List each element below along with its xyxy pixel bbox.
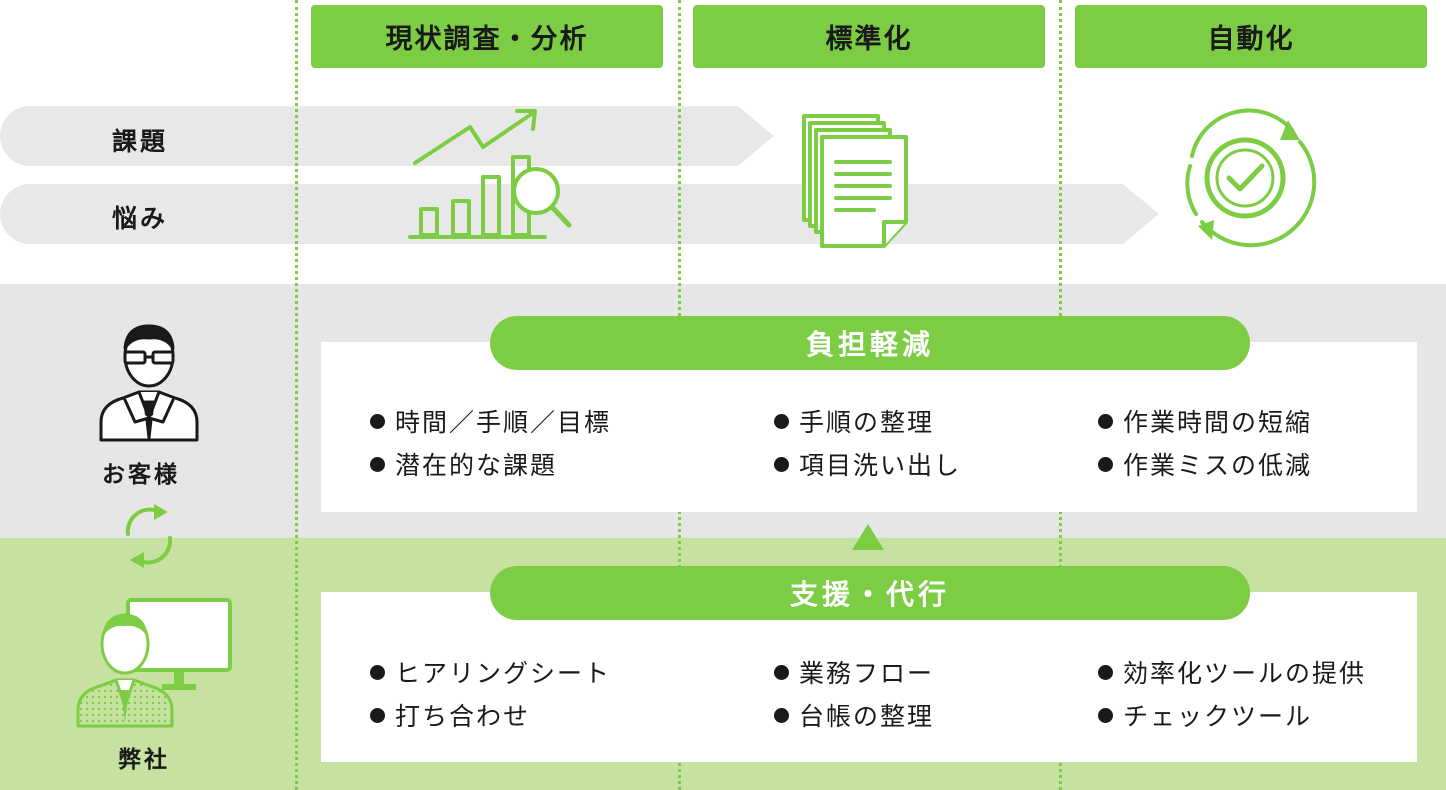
phase-automate: 自動化	[1075, 5, 1427, 68]
company-item: チェックツール	[1098, 697, 1312, 733]
issue-arrow-1	[0, 106, 774, 166]
customer-pill-label: 負担軽減	[805, 328, 934, 361]
documents-icon	[802, 114, 908, 248]
customer-item-text: 手順の整理	[799, 408, 935, 437]
customer-item: 作業ミスの低減	[1098, 446, 1312, 482]
customer-panel	[321, 342, 1417, 512]
phase-research-label: 現状調査・分析	[385, 24, 589, 55]
automation-check-icon	[1185, 108, 1317, 248]
company-item: 台帳の整理	[774, 697, 934, 733]
company-item-text: 業務フロー	[799, 659, 935, 688]
cycle-icon	[125, 504, 173, 568]
phase-standardize-label: 標準化	[825, 24, 913, 55]
staff-person-icon	[76, 598, 232, 728]
company-item: ヒアリングシート	[370, 654, 611, 690]
company-item-text: ヒアリングシート	[395, 659, 612, 688]
customer-item-text: 作業時間の短縮	[1123, 408, 1313, 437]
customer-item: 時間／手順／目標	[370, 403, 611, 439]
company-item: 効率化ツールの提供	[1098, 654, 1366, 690]
bullet	[1098, 665, 1113, 680]
bullet	[1098, 708, 1113, 723]
phase-standardize: 標準化	[693, 5, 1045, 68]
customer-item-text: 項目洗い出し	[799, 451, 962, 480]
customer-pill: 負担軽減	[490, 316, 1250, 370]
bullet	[774, 414, 789, 429]
company-pill-label: 支援・代行	[789, 578, 950, 611]
customer-item-text: 潜在的な課題	[395, 451, 558, 480]
up-arrow-icon	[852, 524, 884, 550]
bullet	[370, 414, 385, 429]
bullet	[1098, 414, 1113, 429]
phase-automate-label: 自動化	[1207, 24, 1295, 55]
customer-item: 項目洗い出し	[774, 446, 961, 482]
company-item: 業務フロー	[774, 654, 934, 690]
issue-label-2: 悩み	[112, 204, 169, 233]
bullet	[1098, 457, 1113, 472]
growth-chart-icon	[408, 109, 572, 239]
customer-item: 潜在的な課題	[370, 446, 557, 482]
customer-item: 手順の整理	[774, 403, 934, 439]
company-item: 打ち合わせ	[370, 697, 530, 733]
customer-item: 作業時間の短縮	[1098, 403, 1312, 439]
column-divider	[295, 0, 298, 790]
company-pill: 支援・代行	[490, 566, 1250, 620]
customer-item-text: 時間／手順／目標	[395, 408, 612, 437]
bullet	[370, 708, 385, 723]
customer-item-text: 作業ミスの低減	[1123, 451, 1313, 480]
bullet	[370, 457, 385, 472]
company-item-text: チェックツール	[1123, 702, 1313, 731]
issue-label-1: 課題	[112, 127, 169, 156]
bullet	[774, 457, 789, 472]
company-item-text: 打ち合わせ	[395, 702, 531, 731]
bullet	[774, 708, 789, 723]
company-label: 弊社	[118, 747, 170, 773]
company-item-text: 台帳の整理	[799, 702, 935, 731]
company-item-text: 効率化ツールの提供	[1123, 659, 1367, 688]
bullet	[370, 665, 385, 680]
bullet	[774, 665, 789, 680]
customer-label: お客様	[102, 462, 180, 488]
phase-research: 現状調査・分析	[311, 5, 663, 68]
issue-arrow-2	[0, 184, 1159, 244]
company-panel	[321, 592, 1417, 762]
customer-person-icon	[99, 324, 199, 442]
